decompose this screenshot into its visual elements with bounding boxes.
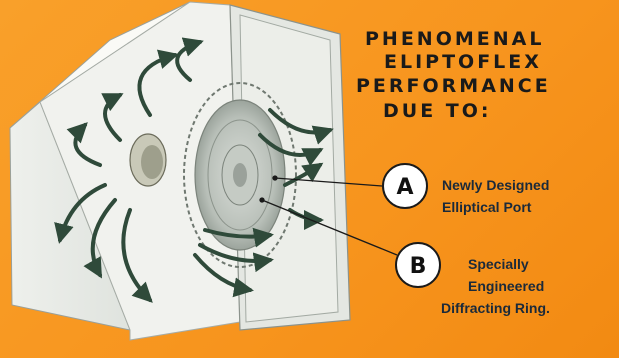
callout-b-line-2: Engineered <box>468 276 544 296</box>
elliptical-port <box>130 134 166 186</box>
callout-a-line-2: Elliptical Port <box>442 197 531 217</box>
callout-badge-b: B <box>396 243 440 287</box>
heading-line-4: DUE TO: <box>383 100 492 122</box>
callout-b-line-3: Diffracting Ring. <box>441 298 550 318</box>
callout-b-line-1: Specially <box>468 254 529 274</box>
callout-badge-a: A <box>383 164 427 208</box>
heading-line-3: PERFORMANCE <box>356 75 551 97</box>
heading-line-1: PHENOMENAL <box>365 28 544 50</box>
svg-text:B: B <box>410 254 427 279</box>
callout-a-line-1: Newly Designed <box>442 175 549 195</box>
heading-line-2: ELIPTOFLEX <box>384 51 542 73</box>
speaker-cone-icon <box>195 100 285 250</box>
svg-text:A: A <box>396 175 413 200</box>
